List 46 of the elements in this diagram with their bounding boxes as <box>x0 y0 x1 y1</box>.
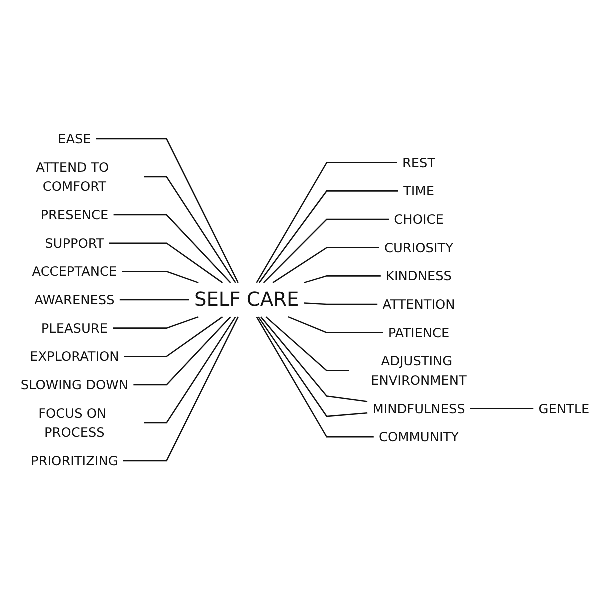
connector <box>109 242 224 284</box>
connector <box>288 316 384 334</box>
connector <box>123 316 239 462</box>
node-text: REST <box>402 155 436 171</box>
connector <box>134 316 232 386</box>
connector <box>304 302 378 306</box>
connector <box>113 316 199 329</box>
node-text: FOCUS ON PROCESS <box>38 406 107 440</box>
connector <box>304 276 381 284</box>
node-text: CHOICE <box>394 212 444 228</box>
node-text: SUPPORT <box>45 236 104 252</box>
node-text: SLOWING DOWN <box>20 377 129 393</box>
node-text: GENTLE <box>538 401 590 417</box>
connector <box>114 214 232 284</box>
node-text: ACCEPTANCE <box>32 264 118 280</box>
connector <box>256 162 398 284</box>
node-text: PRIORITIZING <box>31 453 118 469</box>
node-text: PATIENCE <box>388 325 450 341</box>
connector <box>272 247 380 284</box>
node-text: SELF CARE <box>194 288 300 312</box>
connector <box>470 408 534 410</box>
connector <box>144 176 236 284</box>
connector <box>258 190 398 284</box>
node-text: ADJUSTING ENVIRONMENT <box>371 353 467 388</box>
connector <box>120 299 190 301</box>
node-text: ATTEND TO COMFORT <box>36 160 110 194</box>
connector <box>260 316 368 402</box>
connector <box>122 271 199 284</box>
node-text: PLEASURE <box>41 320 108 336</box>
node-text: CURIOSITY <box>384 240 454 256</box>
node-text: COMMUNITY <box>379 429 459 445</box>
connector <box>258 316 368 418</box>
connector <box>96 138 239 284</box>
connector <box>144 316 236 424</box>
node-text: ATTENTION <box>382 296 456 312</box>
node-text: EASE <box>58 131 92 147</box>
node-text: PRESENCE <box>40 207 109 223</box>
node-text: KINDNESS <box>386 268 452 284</box>
node-text: EXPLORATION <box>30 348 120 364</box>
connector <box>266 316 350 372</box>
node-text: AWARENESS <box>34 292 115 308</box>
node-text: MINDFULNESS <box>372 401 466 417</box>
connector <box>256 316 374 438</box>
connector <box>124 316 224 358</box>
connector <box>263 218 389 284</box>
node-text: TIME <box>404 183 434 199</box>
